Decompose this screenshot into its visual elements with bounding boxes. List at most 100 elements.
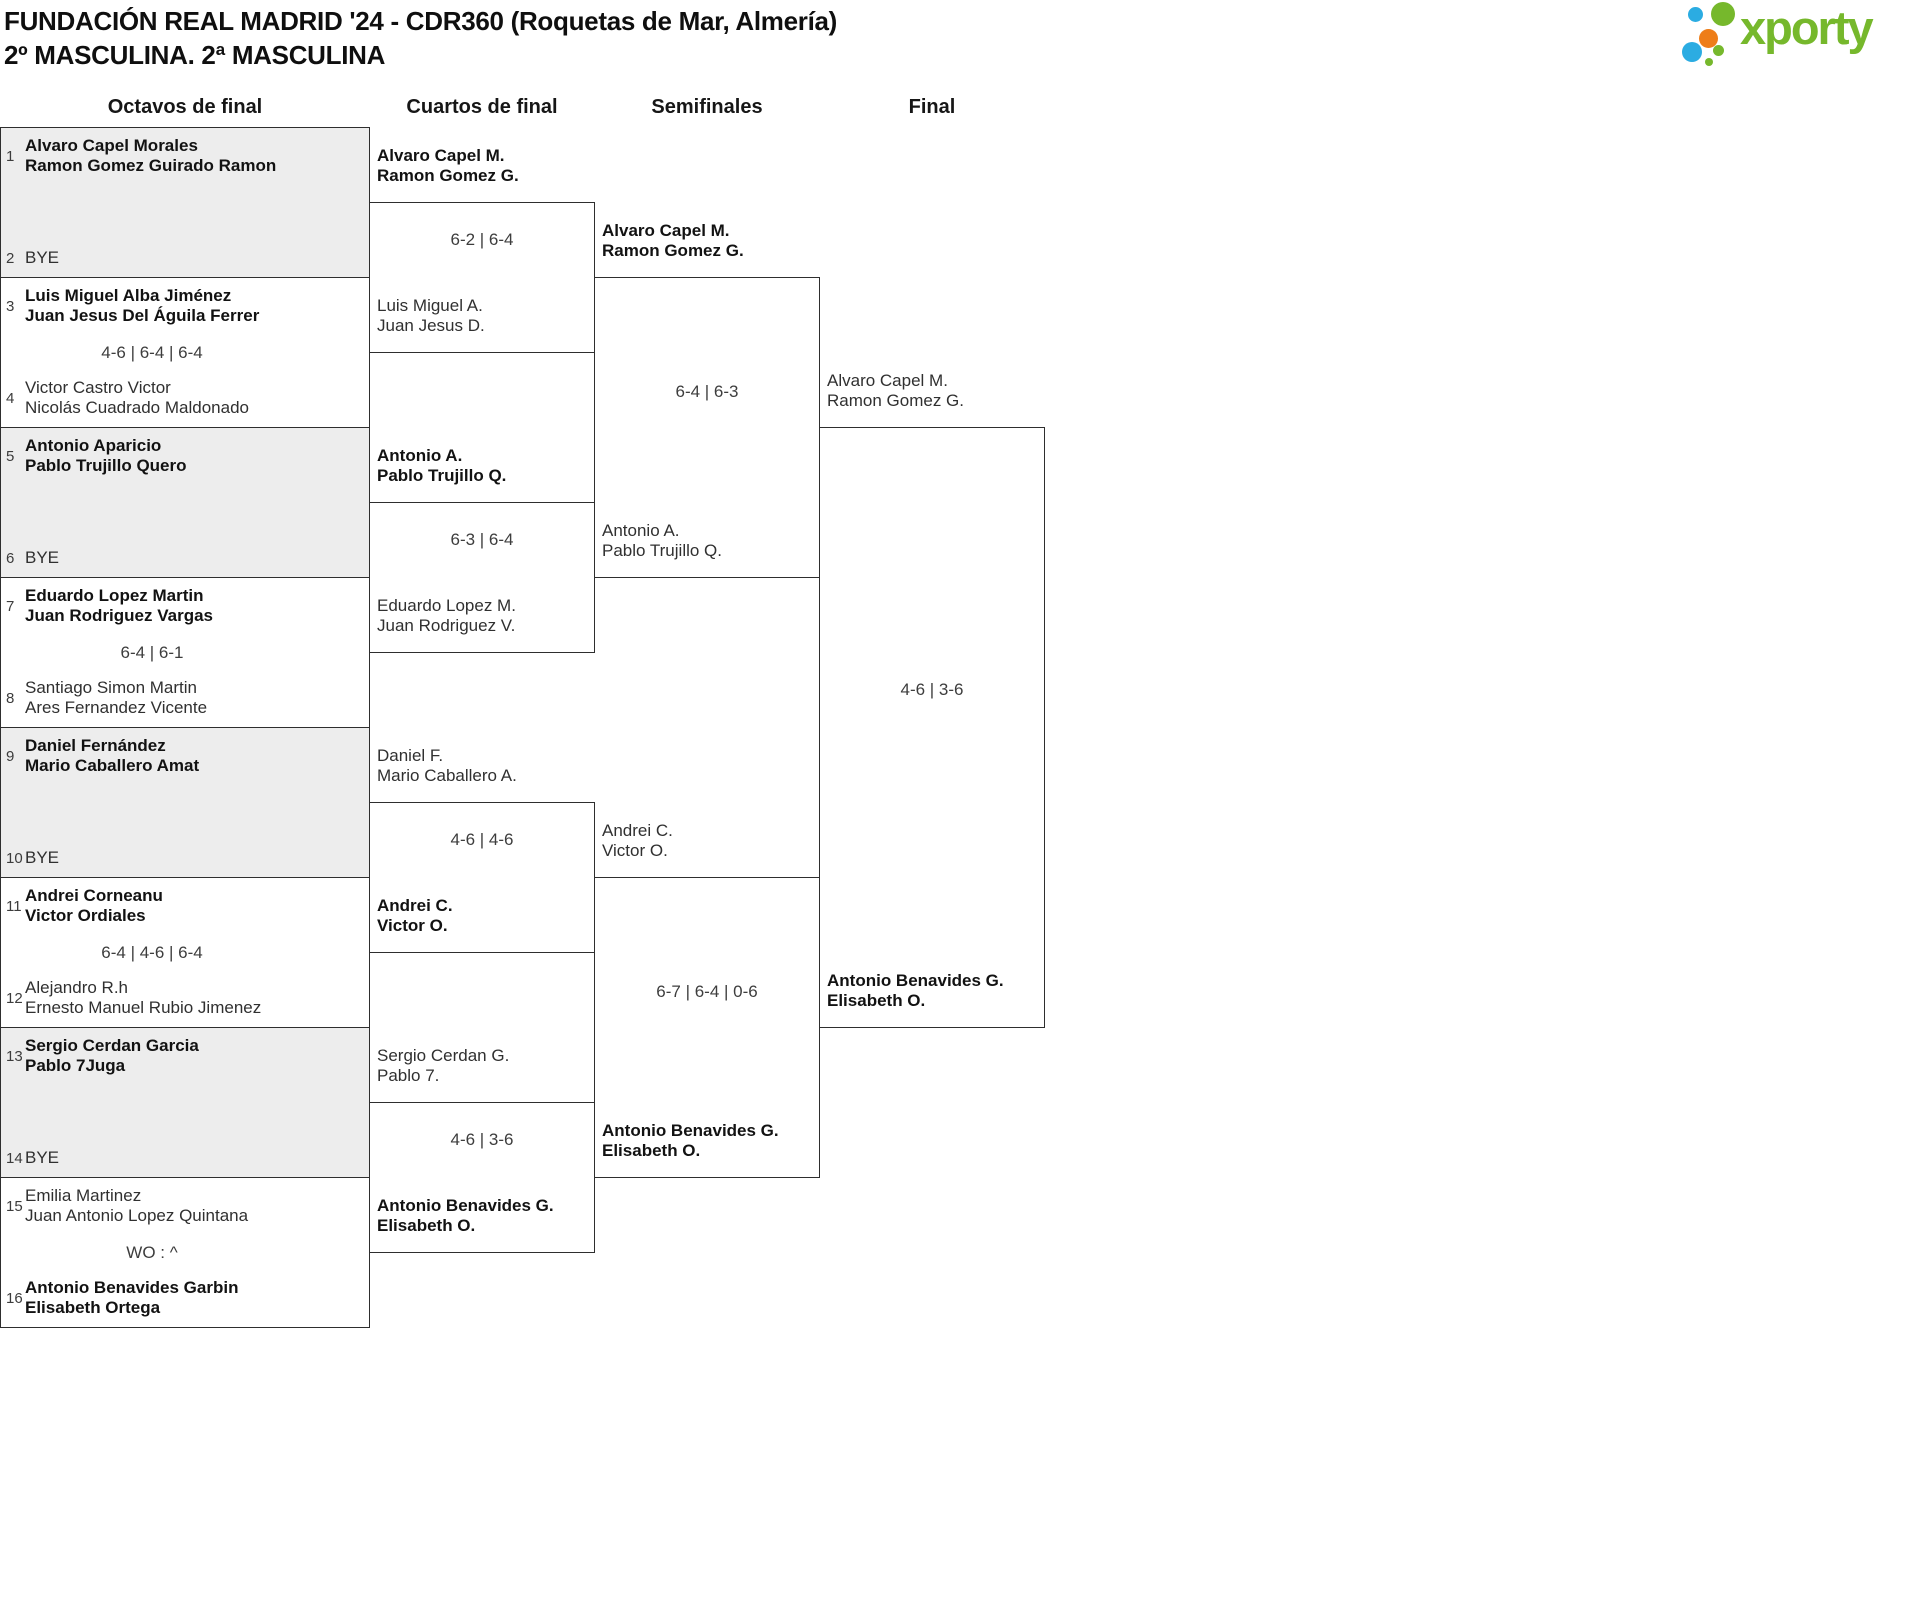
- qf-match-4: [369, 1102, 595, 1253]
- seed-number: 15: [6, 1197, 23, 1215]
- logo-dot-orange: [1699, 29, 1718, 48]
- seed-number: 12: [6, 989, 23, 1007]
- qf-match-2: [369, 502, 595, 653]
- sf-team-label: Antonio A.Pablo Trujillo Q.: [602, 521, 722, 560]
- seed-number: 14: [6, 1149, 23, 1167]
- seed-number: 16: [6, 1289, 23, 1307]
- final-match: [819, 427, 1045, 1028]
- category-subtitle: 2º MASCULINA. 2ª MASCULINA: [4, 40, 386, 70]
- seed-number: 10: [6, 849, 23, 867]
- sf-team-label: Andrei C.Victor O.: [602, 821, 673, 860]
- qf-team-label: Antonio A.Pablo Trujillo Q.: [377, 446, 507, 485]
- logo-dot-green-tiny: [1705, 58, 1713, 66]
- qf-team-label: Eduardo Lopez M.Juan Rodriguez V.: [377, 596, 516, 635]
- seed-number: 5: [6, 447, 15, 465]
- team-entry: 14 BYE: [6, 1148, 364, 1168]
- match-score: 6-4 | 4-6 | 6-4: [101, 942, 203, 962]
- seed-number: 4: [6, 389, 15, 407]
- seed-number: 7: [6, 597, 15, 615]
- tournament-title: FUNDACIÓN REAL MADRID '24 - CDR360 (Roqu…: [4, 6, 838, 36]
- round-header-octavos: Octavos de final: [107, 96, 263, 118]
- round-header-final: Final: [908, 96, 956, 118]
- seed-number: 3: [6, 297, 15, 315]
- team-names: BYE: [25, 848, 60, 867]
- qf-score: 4-6 | 4-6: [450, 830, 514, 849]
- seed-number: 2: [6, 249, 15, 267]
- match-score: 4-6 | 6-4 | 6-4: [101, 342, 203, 362]
- sf-team-label: Antonio Benavides G.Elisabeth O.: [602, 1121, 779, 1160]
- team-entry: 2 BYE: [6, 248, 364, 268]
- logo-wordmark: xporty: [1740, 1, 1874, 54]
- sf-match-2: [594, 877, 820, 1178]
- xporty-logo[interactable]: xporty: [1680, 0, 1920, 70]
- seed-number: 9: [6, 747, 15, 765]
- team-names: BYE: [25, 248, 60, 267]
- final-team-label: Alvaro Capel M.Ramon Gomez G.: [827, 371, 964, 410]
- page-header: FUNDACIÓN REAL MADRID '24 - CDR360 (Roqu…: [4, 4, 837, 72]
- match-score: 6-4 | 6-1: [120, 642, 184, 662]
- sf-match-1: [594, 277, 820, 578]
- team-names: BYE: [25, 548, 60, 567]
- qf-score: 4-6 | 3-6: [450, 1130, 514, 1149]
- sf-score: 6-4 | 6-3: [675, 382, 739, 401]
- final-score: 4-6 | 3-6: [900, 680, 964, 699]
- team-names: BYE: [25, 1148, 60, 1167]
- team-entry: 6 BYE: [6, 548, 364, 568]
- qf-team-label: Sergio Cerdan G.Pablo 7.: [377, 1046, 510, 1085]
- seed-number: 8: [6, 689, 15, 707]
- qf-score: 6-2 | 6-4: [450, 230, 514, 249]
- qf-score: 6-3 | 6-4: [450, 530, 514, 549]
- sf-score: 6-7 | 6-4 | 0-6: [656, 982, 758, 1001]
- seed-number: 13: [6, 1047, 23, 1065]
- seed-number: 6: [6, 549, 15, 567]
- final-team-label: Antonio Benavides G.Elisabeth O.: [827, 971, 1004, 1010]
- match-score: WO : ^: [126, 1242, 178, 1262]
- qf-team-label: Andrei C.Victor O.: [377, 896, 453, 935]
- seed-number: 1: [6, 147, 15, 165]
- qf-team-label: Alvaro Capel M.Ramon Gomez G.: [377, 146, 519, 185]
- logo-dot-blue-large: [1682, 42, 1702, 62]
- round-header-semifinales: Semifinales: [651, 96, 763, 118]
- logo-dot-green-small: [1713, 45, 1724, 56]
- team-entry: 10 BYE: [6, 848, 364, 868]
- logo-dot-blue-small: [1688, 7, 1703, 22]
- seed-number: 11: [6, 897, 22, 915]
- qf-team-label: Daniel F.Mario Caballero A.: [377, 746, 517, 785]
- logo-dot-green-large: [1711, 2, 1735, 26]
- round-header-cuartos: Cuartos de final: [406, 96, 558, 118]
- qf-team-label: Luis Miguel A.Juan Jesus D.: [377, 296, 485, 335]
- sf-team-label: Alvaro Capel M.Ramon Gomez G.: [602, 221, 744, 260]
